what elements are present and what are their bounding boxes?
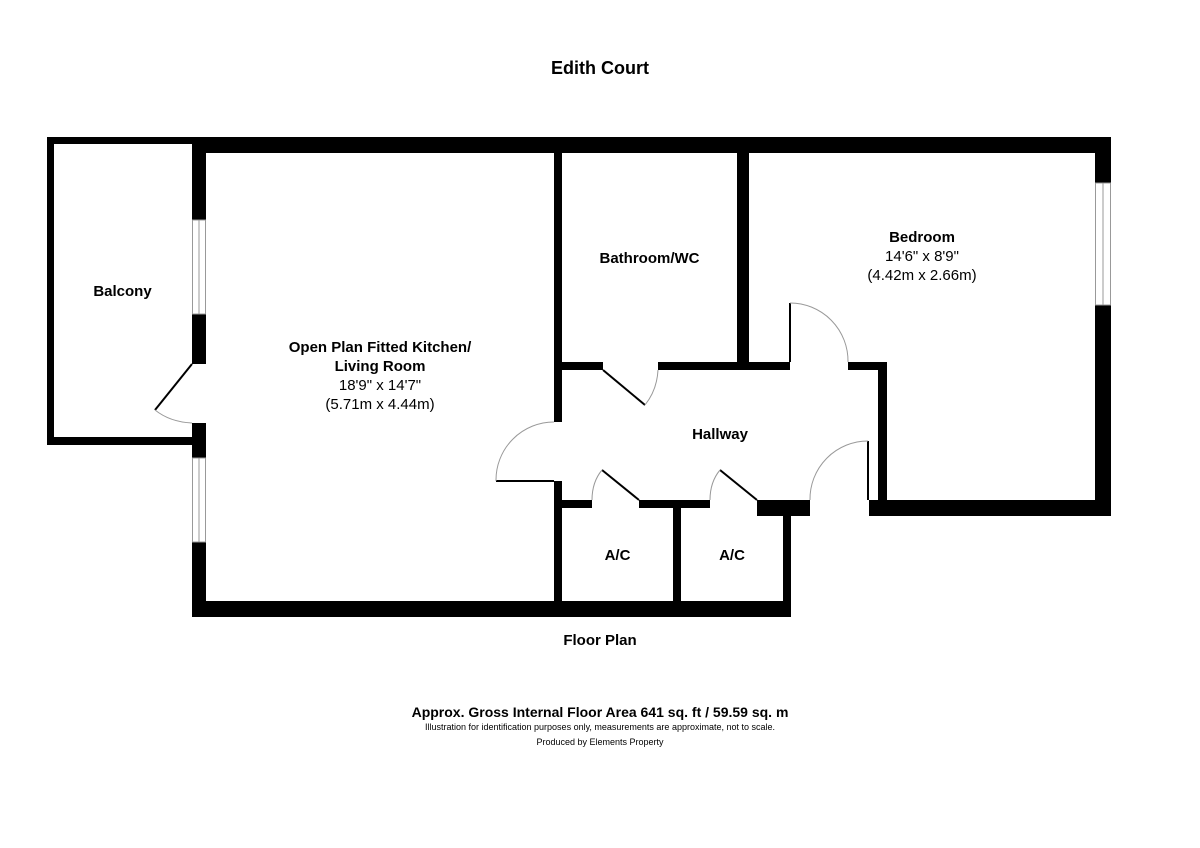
disclaimer: Illustration for identification purposes… [424, 722, 775, 732]
room-label-ac-2: A/C [681, 546, 783, 565]
plan-title: Edith Court [551, 58, 649, 78]
room-label-hallway: Hallway [660, 425, 780, 444]
room-label-kitchen-living: Open Plan Fitted Kitchen/ Living Room 18… [230, 338, 530, 414]
room-dimensions-imperial: 14'6" x 8'9" [885, 248, 959, 265]
room-label-balcony: Balcony [60, 282, 185, 301]
room-dimensions-metric: (5.71m x 4.44m) [325, 396, 435, 413]
room-name: A/C [604, 547, 631, 564]
windows [192, 182, 1111, 543]
room-name: A/C [719, 547, 745, 564]
room-dimensions-imperial: 18'9" x 14'7" [338, 377, 422, 394]
room-name: Bedroom [889, 229, 955, 246]
floor-plan-label: Floor Plan [563, 632, 637, 649]
room-label-bedroom: Bedroom 14'6" x 8'9" (4.42m x 2.66m) [822, 228, 1022, 285]
doors [154, 302, 869, 501]
room-label-ac-1: A/C [562, 546, 673, 565]
walls [47, 137, 1111, 617]
room-label-bathroom: Bathroom/WC [562, 249, 737, 268]
room-dimensions-metric: (4.42m x 2.66m) [867, 267, 977, 284]
producer-credit: Produced by Elements Property [536, 737, 664, 747]
floor-area: Approx. Gross Internal Floor Area 641 sq… [411, 704, 789, 720]
room-name: Balcony [93, 283, 152, 300]
room-name: Living Room [334, 358, 426, 375]
room-name: Hallway [692, 426, 748, 443]
room-name: Bathroom/WC [599, 250, 700, 267]
room-name: Open Plan Fitted Kitchen/ [288, 339, 472, 356]
